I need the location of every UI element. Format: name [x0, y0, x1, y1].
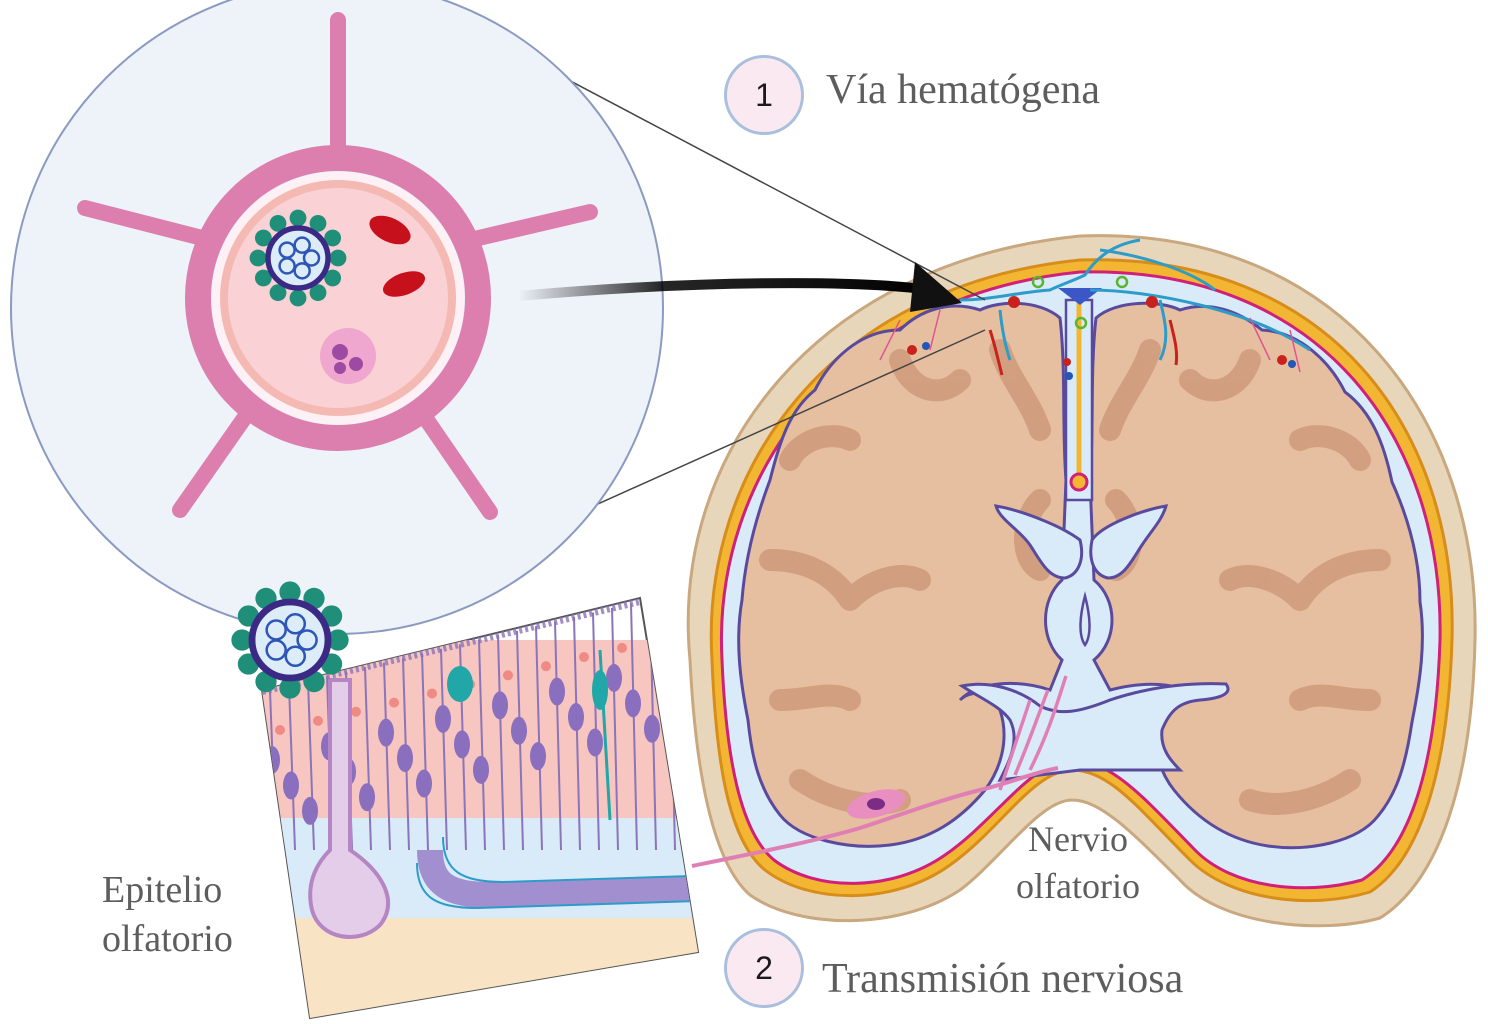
astrocyte-endfeet [185, 145, 491, 451]
receptor-neuron-soma [435, 704, 451, 733]
spike-protein [309, 284, 327, 302]
receptor-neuron-soma [416, 769, 432, 798]
superior-sagittal-sinus [1058, 288, 1102, 305]
third-ventricle [1079, 591, 1091, 648]
receptor-neuron-soma [587, 728, 603, 757]
spike-protein [289, 289, 307, 307]
spike-protein [289, 209, 307, 227]
spike-protein [329, 249, 347, 267]
olfactory-epithelium-label: Epitelio olfatorio [102, 866, 233, 965]
olfactory-epithelium-inset [231, 581, 700, 1020]
red-blood-cell [369, 215, 411, 245]
spike-protein [269, 284, 287, 302]
bowman-gland [308, 678, 391, 939]
olfactory-neuron [691, 675, 1068, 868]
olfactory-nerve-label: Nervio olfatorio [1016, 816, 1140, 910]
spike-protein [309, 214, 327, 232]
spike-protein [327, 629, 349, 651]
red-blood-cell [382, 271, 426, 297]
brain-coronal-section [686, 234, 1477, 928]
lateral-ventricle-right [1089, 504, 1169, 580]
receptor-neuron-soma [663, 650, 679, 679]
step-2-badge: 2 [724, 928, 804, 1008]
spike-protein [249, 249, 267, 267]
virus-at-epithelium [231, 581, 349, 699]
step-2-number: 2 [755, 949, 773, 986]
spike-protein [254, 269, 272, 287]
receptor-neuron-soma [511, 716, 527, 745]
receptor-neuron-soma [283, 771, 299, 800]
receptor-neuron-soma [473, 755, 489, 784]
receptor-neuron-soma [644, 714, 660, 743]
receptor-neuron-soma [549, 677, 565, 706]
sagittal-sinus-inferior [1069, 472, 1089, 492]
astrocyte-processes [77, 12, 598, 520]
magnified-capillary [10, 0, 664, 635]
olfactory-epithelium-label-line2: olfatorio [102, 918, 233, 961]
meningeal-dots [907, 275, 1296, 380]
lateral-ventricle-left [993, 504, 1084, 580]
hematogenous-arrow [517, 262, 962, 312]
olfactory-epithelium-label-line1: Epitelio [102, 869, 223, 911]
step-1-label: Vía hematógena [826, 67, 1101, 113]
spike-protein [279, 581, 301, 603]
receptor-neuron-soma [530, 742, 546, 771]
receptor-neuron-soma [359, 783, 375, 812]
bone-layer [262, 918, 698, 1018]
receptor-neuron-soma [625, 689, 641, 718]
spike-protein [324, 229, 342, 247]
receptor-neuron-soma [378, 718, 394, 747]
receptor-neuron-soma [454, 730, 470, 759]
meningeal-vessels [879, 238, 1311, 376]
spike-protein [231, 629, 253, 651]
teal-cell [447, 666, 473, 702]
spike-protein [269, 214, 287, 232]
virus-in-capillary [249, 209, 347, 307]
olfactory-nerve-label-line2: olfatorio [1016, 865, 1140, 906]
receptor-neuron-soma [492, 691, 508, 720]
spike-protein [324, 269, 342, 287]
leukocyte [320, 328, 376, 384]
receptor-neuron-soma [302, 796, 318, 825]
step-1-badge: 1 [724, 55, 804, 135]
receptor-neuron-soma [606, 663, 622, 692]
receptor-neuron-soma [397, 744, 413, 773]
olfactory-nerve-label-line1: Nervio [1028, 819, 1128, 859]
receptor-neuron-soma [568, 703, 584, 732]
olfactory-axon-bundle [417, 849, 698, 909]
step-2-label: Transmisión nerviosa [822, 956, 1184, 1002]
spike-protein [279, 677, 301, 699]
spike-protein [254, 229, 272, 247]
step-1-number: 1 [755, 76, 773, 113]
